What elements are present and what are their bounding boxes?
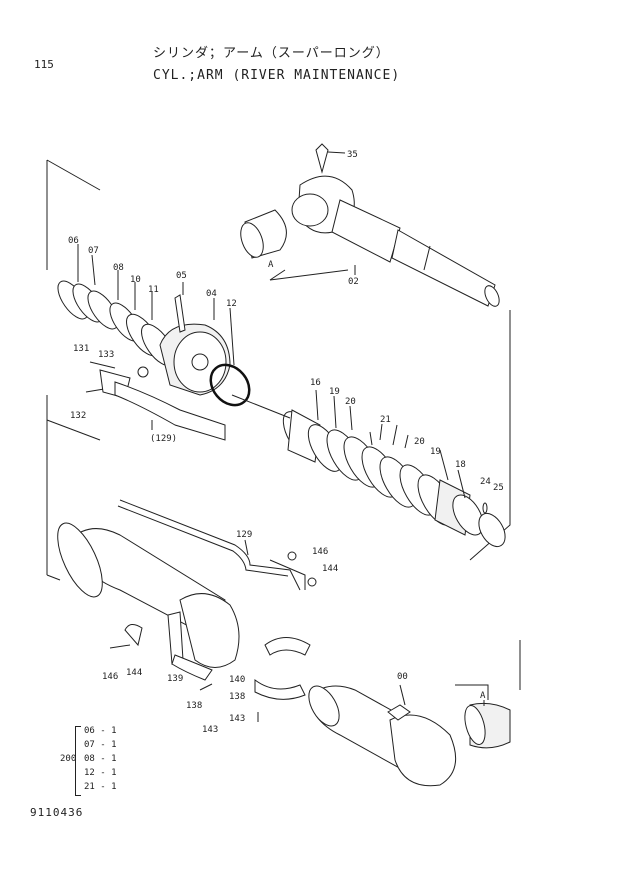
- packing-rings: [57, 280, 175, 367]
- callout-24: 24: [480, 477, 491, 487]
- callout-144-left: 144: [126, 668, 142, 678]
- kit-item: 21 - 1: [84, 782, 117, 792]
- callout-35: 35: [347, 150, 358, 160]
- kit-brace: [75, 726, 81, 796]
- callout-04: 04: [206, 289, 217, 299]
- kit-item: 12 - 1: [84, 768, 117, 778]
- bolts-and-bracket: [85, 361, 226, 441]
- page-number: 115: [34, 58, 54, 71]
- callout-02: 02: [348, 277, 359, 287]
- drawing-code: 9110436: [30, 806, 84, 819]
- kit-item: 07 - 1: [84, 740, 117, 750]
- callout-133: 133: [98, 350, 114, 360]
- callout-129-ref: (129): [150, 434, 177, 444]
- callout-129: 129: [236, 530, 252, 540]
- clamps: [109, 551, 317, 722]
- kit-item: 06 - 1: [84, 726, 117, 736]
- callout-12: 12: [226, 299, 237, 309]
- callout-10: 10: [130, 275, 141, 285]
- callout-21: 21: [380, 415, 391, 425]
- callout-19-lower: 19: [430, 447, 441, 457]
- callout-138-left: 138: [186, 701, 202, 711]
- callout-16: 16: [310, 378, 321, 388]
- callout-139: 139: [167, 674, 183, 684]
- callout-20-lower: 20: [414, 437, 425, 447]
- callout-143-right: 143: [229, 714, 245, 724]
- kit-item: 08 - 1: [84, 754, 117, 764]
- callout-a-top: A: [268, 260, 274, 270]
- callout-146-left: 146: [102, 672, 118, 682]
- kit-items: 06 - 1 07 - 1 08 - 1 12 - 1 21 - 1: [84, 724, 117, 794]
- callout-143-left: 143: [202, 725, 218, 735]
- title-english: CYL.;ARM (RIVER MAINTENANCE): [153, 68, 401, 83]
- callout-18: 18: [455, 460, 466, 470]
- callout-08: 08: [113, 263, 124, 273]
- callout-06: 06: [68, 236, 79, 246]
- callout-11: 11: [148, 285, 159, 295]
- callout-labels: 35 02 A 06 07 08 10 11 05 04 12 131 133 …: [68, 150, 504, 735]
- frame-lines: [46, 159, 521, 700]
- callout-132: 132: [70, 411, 86, 421]
- piston-rod-assembly: [240, 143, 500, 307]
- callout-140: 140: [229, 675, 245, 685]
- bottom-tube: [308, 685, 511, 787]
- piston-and-seals: [231, 394, 506, 548]
- callout-146-right: 146: [312, 547, 328, 557]
- callout-20-upper: 20: [345, 397, 356, 407]
- callout-a-bottom: A: [480, 691, 486, 701]
- title-japanese: シリンダ；アーム（スーパーロング）: [153, 46, 390, 61]
- callout-25: 25: [493, 483, 504, 493]
- callout-19-upper: 19: [329, 387, 340, 397]
- callout-07: 07: [88, 246, 99, 256]
- cylinder-tube: [57, 499, 306, 668]
- callout-144-right: 144: [322, 564, 338, 574]
- leader-lines: [77, 244, 485, 706]
- kit-number: 200: [60, 754, 77, 764]
- callout-00: 00: [397, 672, 408, 682]
- cylinder-head: [137, 294, 251, 407]
- callout-131: 131: [73, 344, 89, 354]
- callout-05: 05: [176, 271, 187, 281]
- callout-138-right: 138: [229, 692, 245, 702]
